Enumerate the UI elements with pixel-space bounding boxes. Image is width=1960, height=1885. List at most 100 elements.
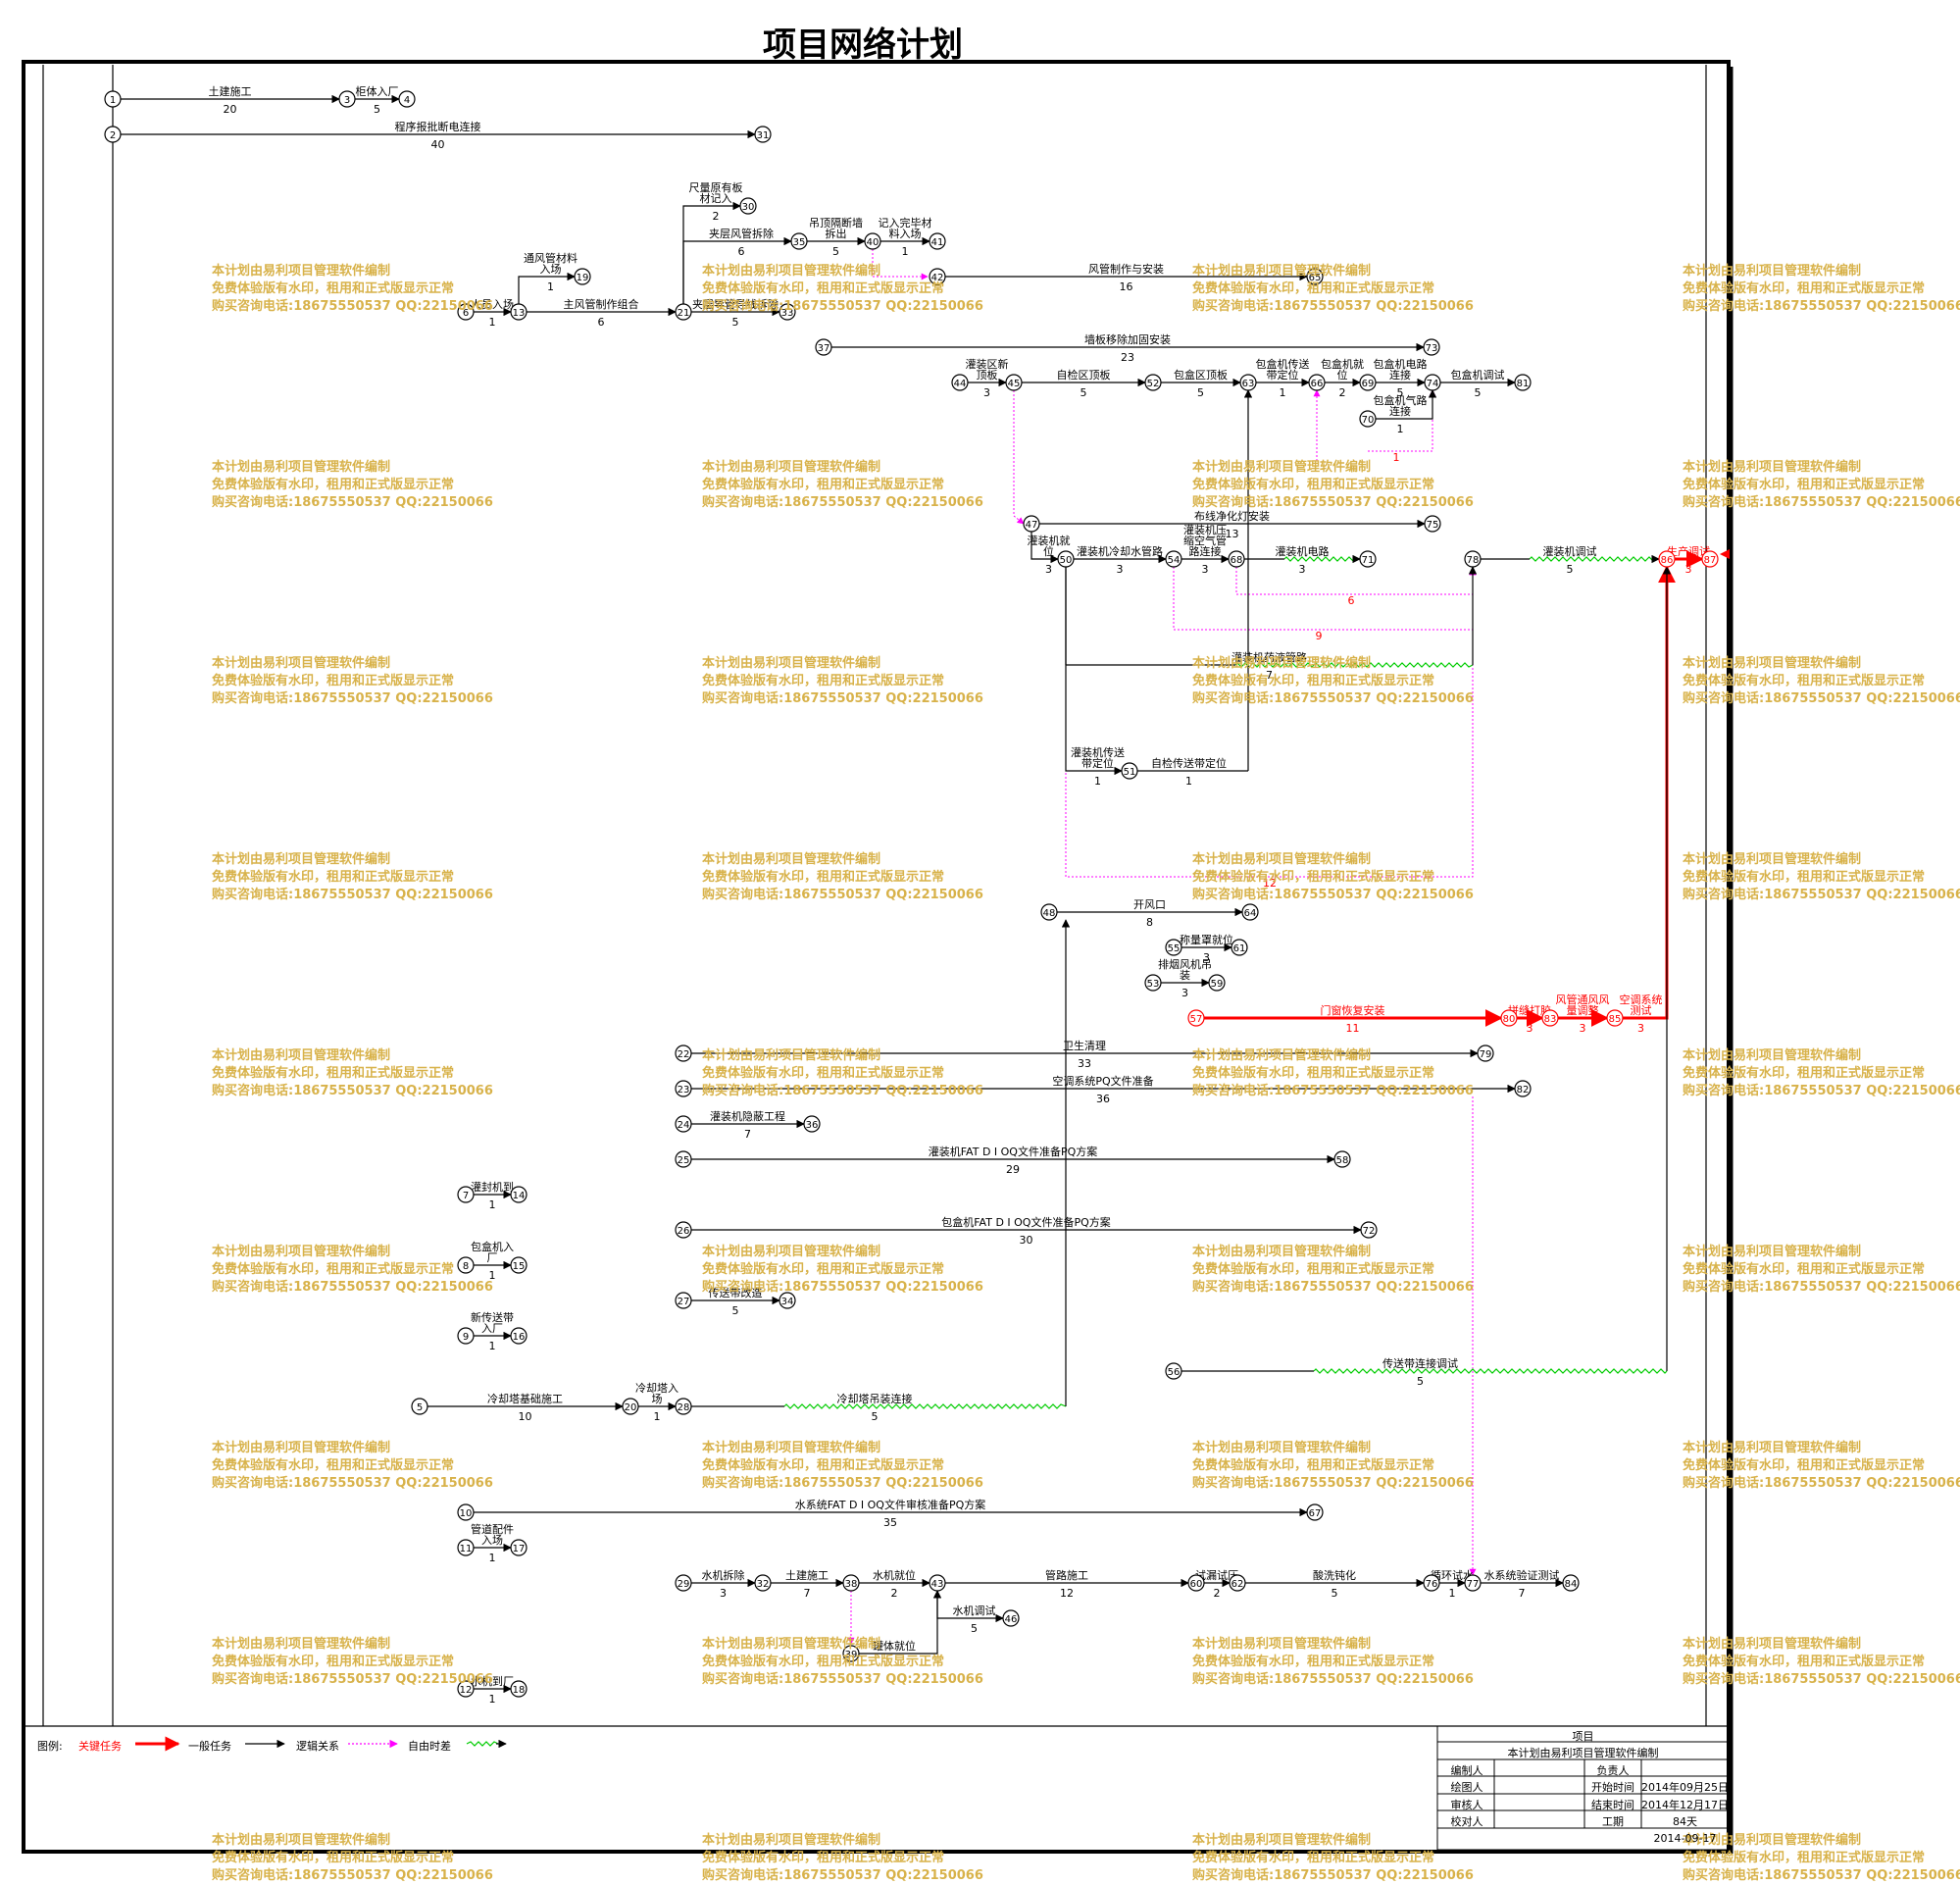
node-35[interactable] xyxy=(790,232,808,250)
task-name-23-82: 空调系统PQ文件准备 xyxy=(1052,1074,1153,1088)
node-label-44: 44 xyxy=(954,379,967,389)
node-47[interactable] xyxy=(1023,515,1040,533)
node-21[interactable] xyxy=(675,303,692,321)
node-75[interactable] xyxy=(1424,515,1441,533)
node-12[interactable] xyxy=(457,1680,475,1698)
node-36[interactable] xyxy=(803,1115,821,1133)
node-76[interactable] xyxy=(1423,1574,1440,1592)
node-68[interactable] xyxy=(1228,550,1245,568)
node-9[interactable] xyxy=(457,1327,475,1345)
node-label-66: 66 xyxy=(1311,379,1324,389)
node-52[interactable] xyxy=(1144,374,1162,391)
node-53[interactable] xyxy=(1144,974,1162,992)
node-86[interactable] xyxy=(1658,550,1676,568)
node-78[interactable] xyxy=(1464,550,1482,568)
node-62[interactable] xyxy=(1229,1574,1246,1592)
node-37[interactable] xyxy=(815,338,832,356)
node-30[interactable] xyxy=(739,197,757,215)
node-61[interactable] xyxy=(1231,939,1248,956)
node-43[interactable] xyxy=(929,1574,946,1592)
node-51[interactable] xyxy=(1121,762,1138,780)
task-duration-8-15: 1 xyxy=(489,1269,496,1282)
node-13[interactable] xyxy=(510,303,528,321)
node-17[interactable] xyxy=(510,1539,528,1556)
node-24[interactable] xyxy=(675,1115,692,1133)
node-22[interactable] xyxy=(675,1044,692,1062)
node-64[interactable] xyxy=(1241,903,1259,921)
node-19[interactable] xyxy=(574,268,591,285)
node-11[interactable] xyxy=(457,1539,475,1556)
node-80[interactable] xyxy=(1500,1009,1518,1027)
node-63[interactable] xyxy=(1239,374,1257,391)
task-name-53-59: 排烟风机吊装 xyxy=(1158,957,1212,982)
task-name-line: 夹层导管导线拆除 xyxy=(692,297,779,311)
node-6[interactable] xyxy=(457,303,475,321)
node-5[interactable] xyxy=(411,1398,428,1415)
node-39[interactable] xyxy=(842,1645,860,1662)
node-8[interactable] xyxy=(457,1256,475,1274)
node-16[interactable] xyxy=(510,1327,528,1345)
node-45[interactable] xyxy=(1005,374,1023,391)
node-27[interactable] xyxy=(675,1292,692,1309)
node-38[interactable] xyxy=(842,1574,860,1592)
node-87[interactable] xyxy=(1701,550,1719,568)
node-57[interactable] xyxy=(1187,1009,1205,1027)
node-77[interactable] xyxy=(1464,1574,1482,1592)
node-60[interactable] xyxy=(1187,1574,1205,1592)
node-79[interactable] xyxy=(1477,1044,1494,1062)
node-55[interactable] xyxy=(1165,939,1182,956)
node-32[interactable] xyxy=(754,1574,772,1592)
node-71[interactable] xyxy=(1359,550,1377,568)
node-31[interactable] xyxy=(754,126,772,143)
node-56[interactable] xyxy=(1165,1362,1182,1380)
node-25[interactable] xyxy=(675,1150,692,1168)
node-65[interactable] xyxy=(1306,268,1324,285)
node-7[interactable] xyxy=(457,1186,475,1203)
node-48[interactable] xyxy=(1040,903,1058,921)
node-34[interactable] xyxy=(779,1292,796,1309)
task-name-line: 包盒机入 xyxy=(471,1240,514,1253)
node-67[interactable] xyxy=(1306,1503,1324,1521)
task-name-76-77: 循环试水 xyxy=(1431,1569,1474,1582)
task-name-line: 位 xyxy=(1043,544,1054,558)
node-54[interactable] xyxy=(1165,550,1182,568)
node-10[interactable] xyxy=(457,1503,475,1521)
node-33[interactable] xyxy=(779,303,796,321)
node-73[interactable] xyxy=(1423,338,1440,356)
node-69[interactable] xyxy=(1359,374,1377,391)
task-name-45-52: 自检区顶板 xyxy=(1057,368,1111,382)
node-3[interactable] xyxy=(338,90,356,108)
node-58[interactable] xyxy=(1333,1150,1351,1168)
node-84[interactable] xyxy=(1562,1574,1580,1592)
node-42[interactable] xyxy=(929,268,946,285)
node-46[interactable] xyxy=(1002,1609,1020,1627)
node-28[interactable] xyxy=(675,1398,692,1415)
node-72[interactable] xyxy=(1360,1221,1378,1239)
node-29[interactable] xyxy=(675,1574,692,1592)
node-50[interactable] xyxy=(1057,550,1075,568)
node-82[interactable] xyxy=(1514,1080,1532,1097)
node-15[interactable] xyxy=(510,1256,528,1274)
node-20[interactable] xyxy=(622,1398,639,1415)
node-14[interactable] xyxy=(510,1186,528,1203)
node-70[interactable] xyxy=(1359,410,1377,428)
node-44[interactable] xyxy=(951,374,969,391)
node-59[interactable] xyxy=(1208,974,1226,992)
node-85[interactable] xyxy=(1606,1009,1624,1027)
node-4[interactable] xyxy=(398,90,416,108)
node-81[interactable] xyxy=(1514,374,1532,391)
node-83[interactable] xyxy=(1541,1009,1559,1027)
node-2[interactable] xyxy=(104,126,122,143)
task-duration-80-83: 3 xyxy=(1527,1022,1533,1035)
node-23[interactable] xyxy=(675,1080,692,1097)
node-66[interactable] xyxy=(1308,374,1326,391)
task-name-line: 排烟风机吊 xyxy=(1158,957,1212,971)
task-duration-50-54: 3 xyxy=(1117,563,1124,576)
task-name-line: 缩空气管 xyxy=(1183,534,1227,547)
node-41[interactable] xyxy=(929,232,946,250)
node-74[interactable] xyxy=(1424,374,1441,391)
node-26[interactable] xyxy=(675,1221,692,1239)
node-40[interactable] xyxy=(864,232,881,250)
node-18[interactable] xyxy=(510,1680,528,1698)
node-1[interactable] xyxy=(104,90,122,108)
